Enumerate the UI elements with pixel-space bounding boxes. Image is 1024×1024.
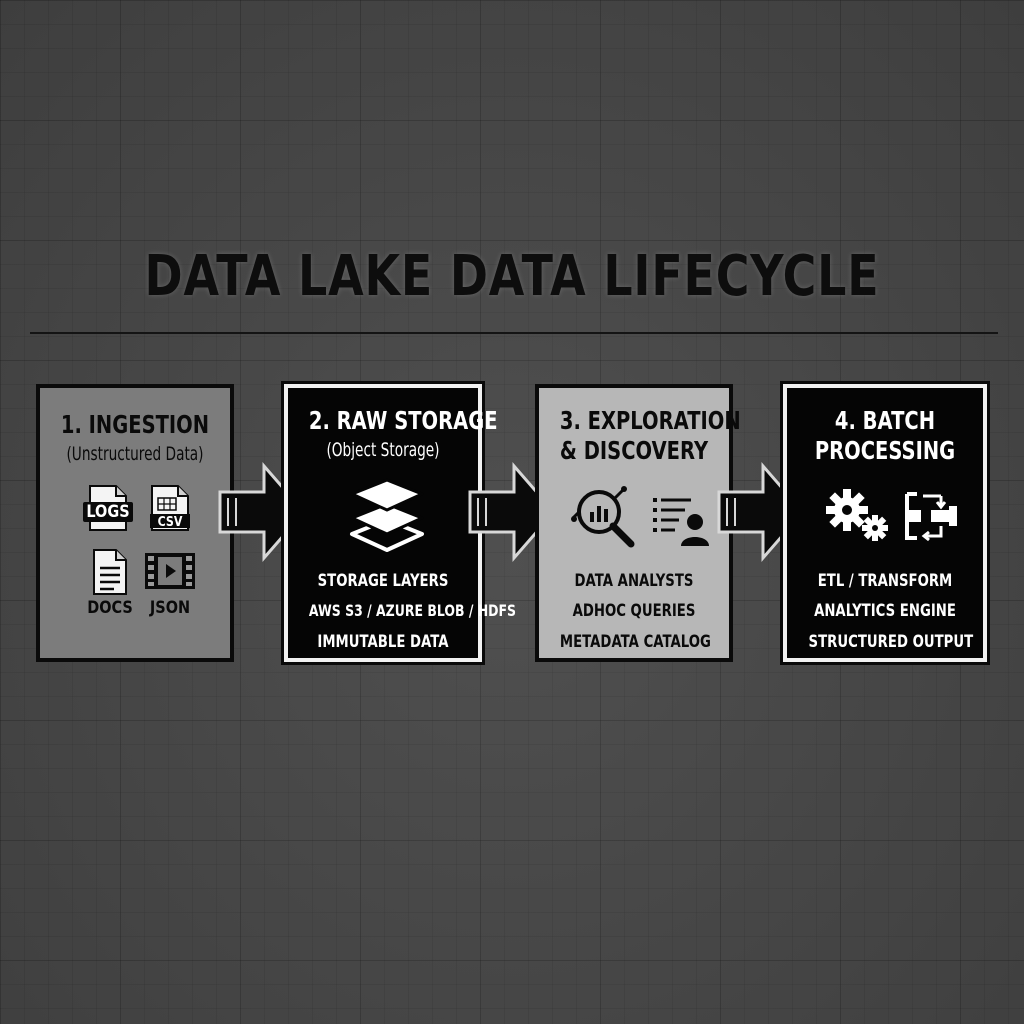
stage-card-exploration: 3. EXPLORATION & DISCOVERY DATA ANALYSTS…: [535, 384, 741, 662]
feature-item: ADHOC QUERIES: [572, 601, 696, 621]
stage-title: 2. RAW STORAGE: [308, 406, 498, 435]
stage-card-batch-processing: 4. BATCH PROCESSING: [780, 381, 990, 665]
analyst-list-icon: [653, 498, 709, 546]
gears-icon: [826, 489, 888, 541]
feature-item: METADATA CATALOG: [559, 632, 711, 652]
stage-card-raw-storage: 2. RAW STORAGE (Object Storage) STORAGE …: [281, 381, 517, 665]
logs-file-icon: [83, 485, 133, 531]
stage-subtitle: (Unstructured Data): [66, 443, 204, 465]
stage-title: 1. INGESTION: [60, 410, 210, 439]
stage-title: 4. BATCH: [834, 406, 936, 435]
feature-item: STRUCTURED OUTPUT: [808, 632, 974, 652]
stage-title-line2: & DISCOVERY: [559, 436, 709, 465]
stage-title-line2: PROCESSING: [814, 436, 956, 465]
feature-item: AWS S3 / AZURE BLOB / HDFS: [308, 601, 517, 620]
feature-item: ETL / TRANSFORM: [817, 571, 953, 591]
feature-item: ANALYTICS ENGINE: [814, 601, 956, 621]
stage-title: 3. EXPLORATION: [559, 406, 741, 435]
feature-item: DATA ANALYSTS: [574, 571, 694, 591]
docs-file-icon: [93, 549, 127, 595]
magnifier-chart-icon: [571, 486, 635, 548]
pipeline-icon: [905, 492, 957, 542]
feature-item: STORAGE LAYERS: [317, 571, 449, 591]
csv-label: CSV: [157, 515, 183, 530]
stage-card-ingestion: 1. INGESTION (Unstructured Data) LOGS CS…: [36, 384, 234, 662]
flow-arrow-2: [468, 462, 556, 562]
diagram-title: DATA LAKE DATA LIFECYCLE: [144, 244, 880, 309]
feature-item: IMMUTABLE DATA: [317, 632, 449, 652]
title-divider: [30, 332, 998, 334]
layers-icon: [350, 478, 424, 552]
logs-label: LOGS: [86, 502, 130, 522]
docs-label: DOCS: [87, 598, 133, 618]
csv-file-icon: [150, 485, 190, 531]
stage-subtitle: (Object Storage): [326, 439, 440, 461]
json-label: JSON: [149, 598, 191, 618]
json-video-icon: [145, 553, 195, 589]
